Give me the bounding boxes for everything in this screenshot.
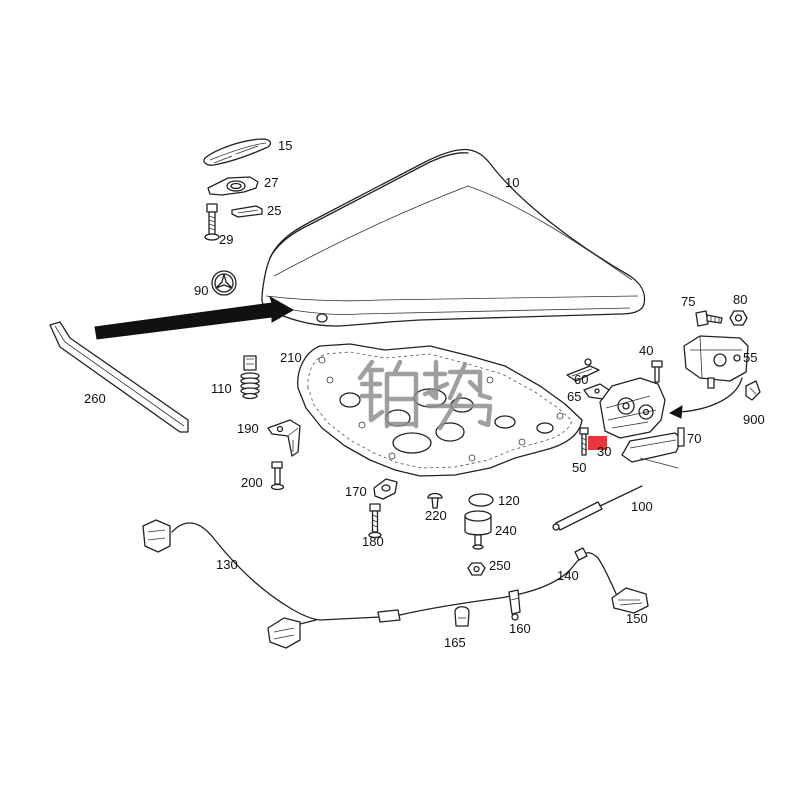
callout-120: 120 (498, 493, 520, 508)
part-250-nut (467, 562, 486, 576)
part-150-handle (611, 587, 649, 614)
part-50-bolt (579, 427, 589, 456)
callout-110: 110 (211, 381, 232, 396)
part-75-bolt (695, 310, 723, 327)
watermark (357, 359, 493, 431)
part-40-bolt (651, 360, 663, 383)
pointer-arrow-left (94, 295, 295, 340)
callout-29: 29 (219, 232, 233, 247)
part-55-lock (683, 335, 749, 389)
part-165-clip (454, 606, 470, 627)
callout-75: 75 (681, 294, 695, 309)
highlight-marker (588, 436, 607, 450)
part-260-seal-strip (49, 321, 189, 433)
part-60-lever (566, 358, 600, 382)
callout-190: 190 (237, 421, 259, 436)
callout-10: 10 (505, 175, 519, 190)
callout-70: 70 (687, 431, 701, 446)
part-70-bracket (621, 427, 685, 469)
part-220-clip (427, 492, 443, 509)
part-15-cover (203, 138, 272, 166)
pointer-arrow-right (668, 377, 743, 419)
part-210-insulation (297, 343, 583, 477)
part-200-bolt (270, 461, 285, 491)
callout-150: 150 (626, 611, 648, 626)
callout-210: 210 (280, 350, 302, 365)
part-90-star-emblem (211, 270, 237, 296)
part-120-pad (468, 493, 494, 507)
callout-15: 15 (278, 138, 292, 153)
part-130-cable (142, 519, 401, 649)
part-80-nut (729, 310, 748, 326)
part-10-hood (261, 148, 646, 327)
part-30-latch (599, 377, 666, 439)
part-140-cable (399, 547, 619, 616)
part-900-clip (745, 380, 761, 401)
callout-170: 170 (345, 484, 367, 499)
callout-65: 65 (567, 389, 581, 404)
callout-90: 90 (194, 283, 208, 298)
part-170-plate (373, 478, 398, 500)
part-100-gas-strut (552, 485, 643, 531)
part-190-bracket (267, 419, 301, 457)
part-180-bolt (368, 503, 382, 539)
part-27-holder (207, 176, 259, 196)
callout-50: 50 (572, 460, 586, 475)
callout-25: 25 (267, 203, 281, 218)
callout-900: 900 (743, 412, 765, 427)
callout-140: 140 (557, 568, 579, 583)
part-25-clip (231, 205, 263, 218)
callout-180: 180 (362, 534, 384, 549)
callout-labels: 15 27 25 29 10 90 260 210 110 75 80 40 5… (84, 138, 765, 650)
callout-160: 160 (509, 621, 531, 636)
callout-250: 250 (489, 558, 511, 573)
callout-55: 55 (743, 350, 757, 365)
callout-165: 165 (444, 635, 466, 650)
part-110-spring-clip (240, 355, 260, 400)
part-240-bump-stop (464, 510, 492, 550)
callout-80: 80 (733, 292, 747, 307)
callout-260: 260 (84, 391, 106, 406)
callout-220: 220 (425, 508, 447, 523)
callout-40: 40 (639, 343, 653, 358)
callout-240: 240 (495, 523, 517, 538)
callout-100: 100 (631, 499, 653, 514)
callout-200: 200 (241, 475, 263, 490)
callout-30: 30 (597, 444, 611, 459)
callout-130: 130 (216, 557, 238, 572)
part-29-bolt (204, 203, 220, 241)
callout-60: 60 (574, 372, 588, 387)
part-160-clip (508, 589, 521, 621)
callout-27: 27 (264, 175, 278, 190)
